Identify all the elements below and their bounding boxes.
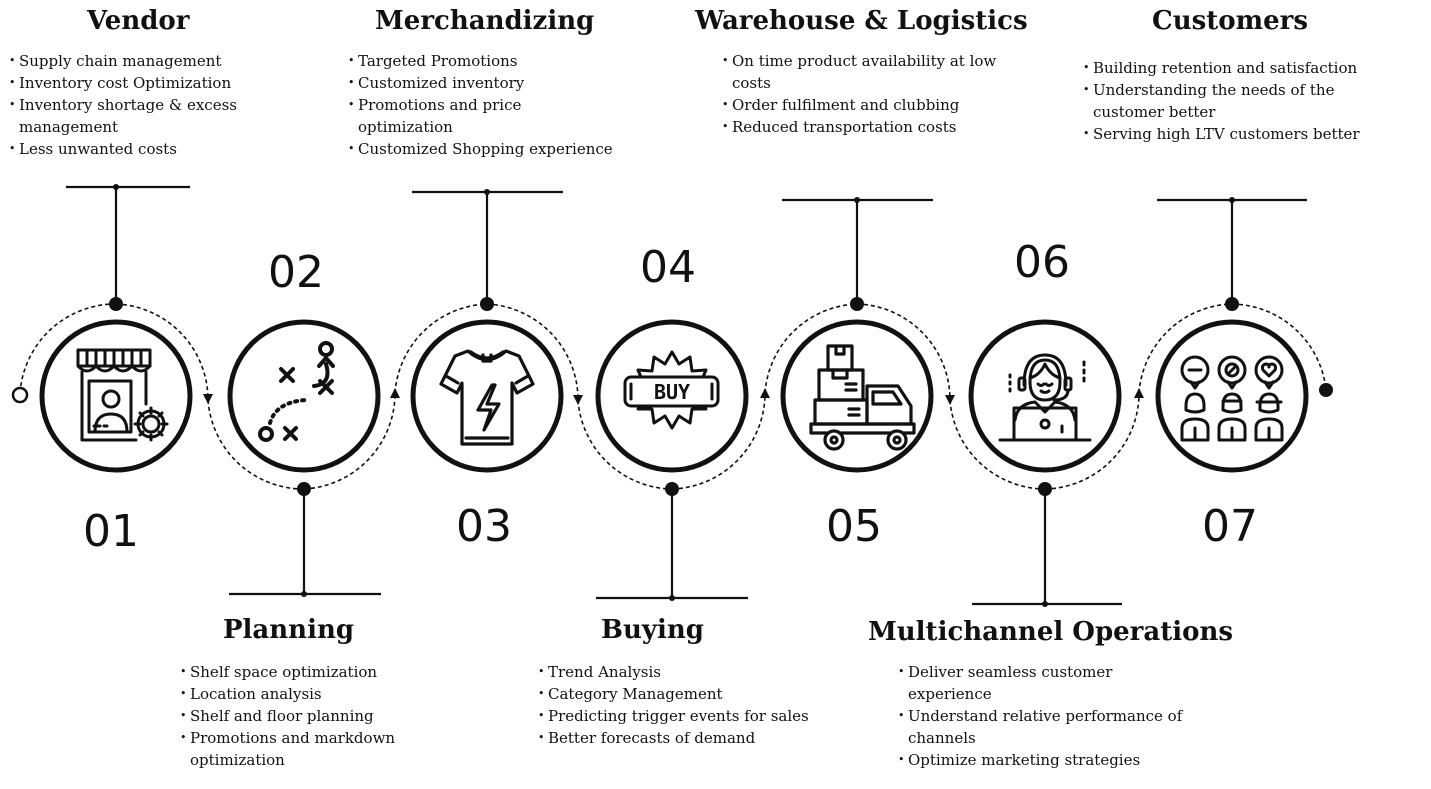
start-marker [11, 386, 29, 404]
customers-feedback-icon [1180, 355, 1284, 442]
bullet-item: Building retention and satisfaction [1083, 57, 1428, 79]
dashed-connectors [19, 303, 1327, 490]
support-agent-laptop-icon [998, 353, 1092, 442]
step-circle-07 [1155, 319, 1309, 473]
connection-dot [850, 297, 864, 311]
arrowhead-down [203, 394, 213, 404]
bullet-item: Targeted Promotions [348, 50, 688, 72]
arrowhead-down [945, 395, 955, 405]
bullet-item: Category Management [538, 683, 838, 705]
connection-dot [1225, 297, 1239, 311]
storefront-gear-icon [76, 348, 169, 442]
arrowhead-up [1134, 388, 1144, 398]
bullet-item: On time product availability at low cost… [722, 50, 1022, 94]
bullet-item: Customized inventory [348, 72, 688, 94]
bullet-item: Less unwanted costs [9, 138, 294, 160]
strategy-plan-icon [258, 341, 335, 442]
bullet-list-multichannel-operations: Deliver seamless customer experience Und… [898, 661, 1228, 771]
bullet-item: Understanding the needs of the customer … [1083, 79, 1393, 123]
step-title-vendor: Vendor [87, 6, 190, 36]
step-title-buying: Buying [601, 615, 704, 645]
bullet-list-buying: Trend Analysis Category Management Predi… [538, 661, 838, 749]
bullet-list-customers: Building retention and satisfaction Unde… [1083, 57, 1428, 145]
bullet-item: Location analysis [180, 683, 465, 705]
callout-dot [669, 595, 675, 601]
buy-badge-icon: BUY [623, 350, 720, 430]
bullet-item: Reduced transportation costs [722, 116, 1022, 138]
bullet-item: Supply chain management [9, 50, 294, 72]
step-number-07: 07 [1202, 501, 1258, 552]
step-title-multichannel-operations: Multichannel Operations [868, 617, 1233, 647]
connection-dot [665, 482, 679, 496]
bullet-item: Shelf space optimization [180, 661, 465, 683]
connector-arrowheads [203, 388, 1144, 405]
step-title-warehouse-logistics: Warehouse & Logistics [695, 6, 1028, 36]
buy-badge-text: BUY [654, 380, 690, 404]
connection-dots [109, 297, 1239, 496]
tshirt-flash-icon [439, 349, 535, 446]
step-circle-02 [227, 319, 381, 473]
connection-dot [109, 297, 123, 311]
bullet-item: Promotions and markdown optimization [180, 727, 450, 771]
step-number-05: 05 [826, 501, 882, 552]
bullet-item: Serving high LTV customers better [1083, 123, 1428, 145]
step-number-01: 01 [83, 506, 139, 557]
step-circle-05 [780, 319, 934, 473]
step-number-03: 03 [456, 501, 512, 552]
arrowhead-up [390, 388, 400, 398]
callout-dot [113, 184, 119, 190]
step-title-customers: Customers [1152, 6, 1308, 36]
step-title-planning: Planning [223, 615, 355, 645]
bullet-item: Inventory cost Optimization [9, 72, 294, 94]
bullet-item: Promotions and price optimization [348, 94, 558, 138]
arrowhead-down [573, 395, 583, 405]
callout-dot [1042, 601, 1048, 607]
bullet-item: Deliver seamless customer experience [898, 661, 1193, 705]
connection-dot [1038, 482, 1052, 496]
bullet-item: Inventory shortage & excess management [9, 94, 269, 138]
step-circle-06 [968, 319, 1122, 473]
bullet-item: Optimize marketing strategies [898, 749, 1228, 771]
callout-dots [113, 184, 1235, 607]
bullet-list-planning: Shelf space optimization Location analys… [180, 661, 465, 771]
callout-dot [484, 189, 490, 195]
callout-dot [301, 591, 307, 597]
step-number-04: 04 [640, 242, 696, 293]
end-marker [1319, 383, 1333, 397]
arrowhead-up [760, 388, 770, 398]
bullet-item: Customized Shopping experience [348, 138, 688, 160]
bullet-item: Order fulfilment and clubbing [722, 94, 1022, 116]
step-title-merchandizing: Merchandizing [375, 6, 595, 36]
bullet-item: Predicting trigger events for sales [538, 705, 823, 727]
step-number-02: 02 [268, 247, 324, 298]
callout-dot [1229, 197, 1235, 203]
step-number-06: 06 [1014, 237, 1070, 288]
step-circle-01 [39, 319, 193, 473]
bullet-item: Better forecasts of demand [538, 727, 838, 749]
bullet-list-warehouse-logistics: On time product availability at low cost… [722, 50, 1022, 138]
bullet-item: Shelf and floor planning [180, 705, 465, 727]
bullet-item: Trend Analysis [538, 661, 838, 683]
bullet-list-merchandizing: Targeted Promotions Customized inventory… [348, 50, 688, 160]
connection-dot [297, 482, 311, 496]
callout-dot [854, 197, 860, 203]
connection-dot [480, 297, 494, 311]
delivery-truck-icon [809, 344, 916, 451]
bullet-item: Understand relative performance of chann… [898, 705, 1218, 749]
bullet-list-vendor: Supply chain management Inventory cost O… [9, 50, 294, 160]
